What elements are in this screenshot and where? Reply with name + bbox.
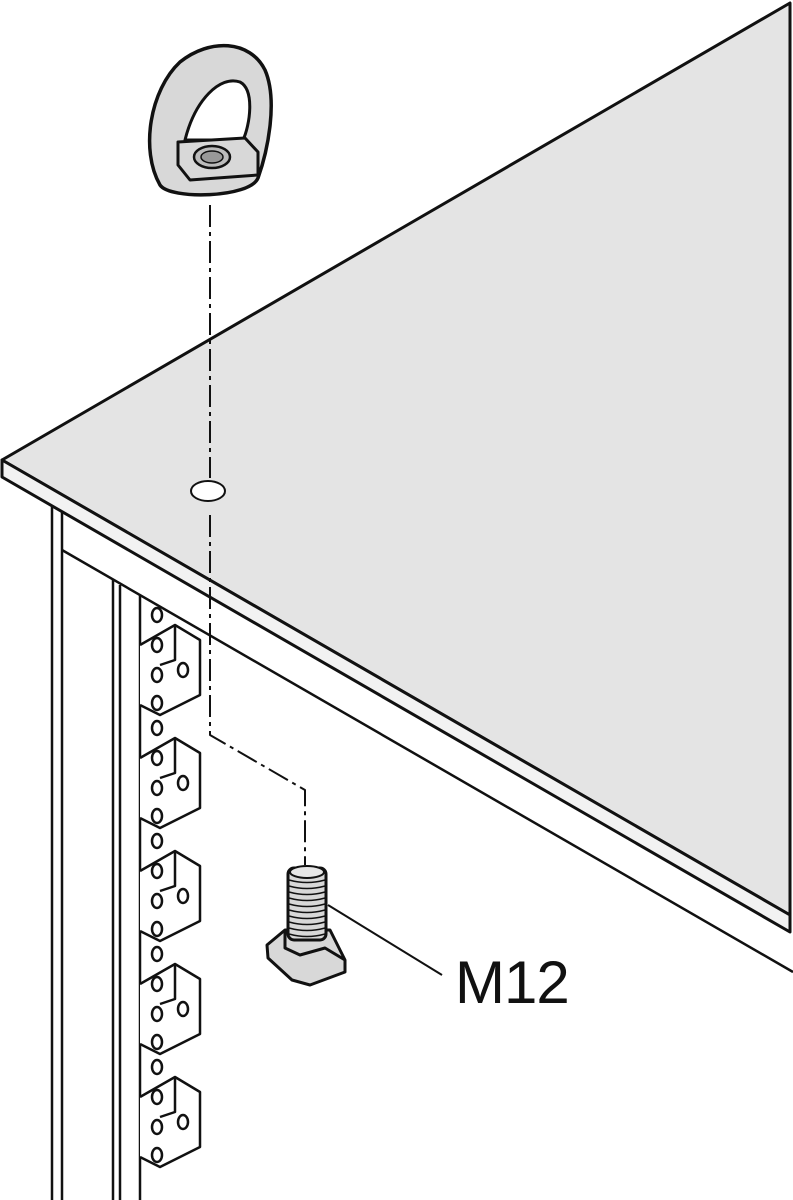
bolt-size-label: M12 xyxy=(455,949,570,1016)
rail-hole xyxy=(150,1146,164,1164)
t-bolt xyxy=(265,865,443,987)
rail-hole xyxy=(150,920,164,938)
rail-hole xyxy=(150,779,164,797)
thread-line xyxy=(288,909,326,914)
rail-hole xyxy=(150,832,164,850)
rail-segment xyxy=(139,1058,202,1169)
thread-line xyxy=(288,927,326,932)
thread-line xyxy=(288,879,326,884)
rail-hole xyxy=(150,1088,164,1106)
rail-hole xyxy=(150,1033,164,1051)
rail-hole xyxy=(176,1000,190,1018)
thread-line xyxy=(288,903,326,908)
thread-line xyxy=(288,933,326,938)
rail-segment xyxy=(139,606,202,717)
rail-hole xyxy=(150,719,164,737)
thread-line xyxy=(288,921,326,926)
roof-panel xyxy=(0,1,792,934)
rail-hole xyxy=(150,694,164,712)
thread-line xyxy=(288,897,326,902)
rail-segment xyxy=(139,945,202,1056)
rail-hole xyxy=(150,1005,164,1023)
rail-segment xyxy=(139,719,202,830)
thread-line xyxy=(288,915,326,920)
rail-hole xyxy=(150,975,164,993)
eye-nut xyxy=(147,43,273,197)
thread-line xyxy=(288,891,326,896)
mounting-rail xyxy=(139,606,202,1169)
rail-hole xyxy=(150,1058,164,1076)
rail-hole xyxy=(176,661,190,679)
rail-hole xyxy=(176,774,190,792)
rail-segment xyxy=(139,832,202,943)
assembly-axis-line xyxy=(209,205,306,865)
rail-hole xyxy=(150,807,164,825)
rail-hole xyxy=(150,892,164,910)
rail-hole xyxy=(150,749,164,767)
rail-hole xyxy=(176,1113,190,1131)
rail-hole xyxy=(176,887,190,905)
rail-hole xyxy=(150,666,164,684)
rail-hole xyxy=(150,862,164,880)
leader-line xyxy=(327,904,443,976)
rail-hole xyxy=(150,636,164,654)
thread-line xyxy=(288,885,326,890)
rail-hole xyxy=(150,606,164,624)
rail-hole xyxy=(150,1118,164,1136)
mounting-hole xyxy=(190,480,226,502)
rail-hole xyxy=(150,945,164,963)
